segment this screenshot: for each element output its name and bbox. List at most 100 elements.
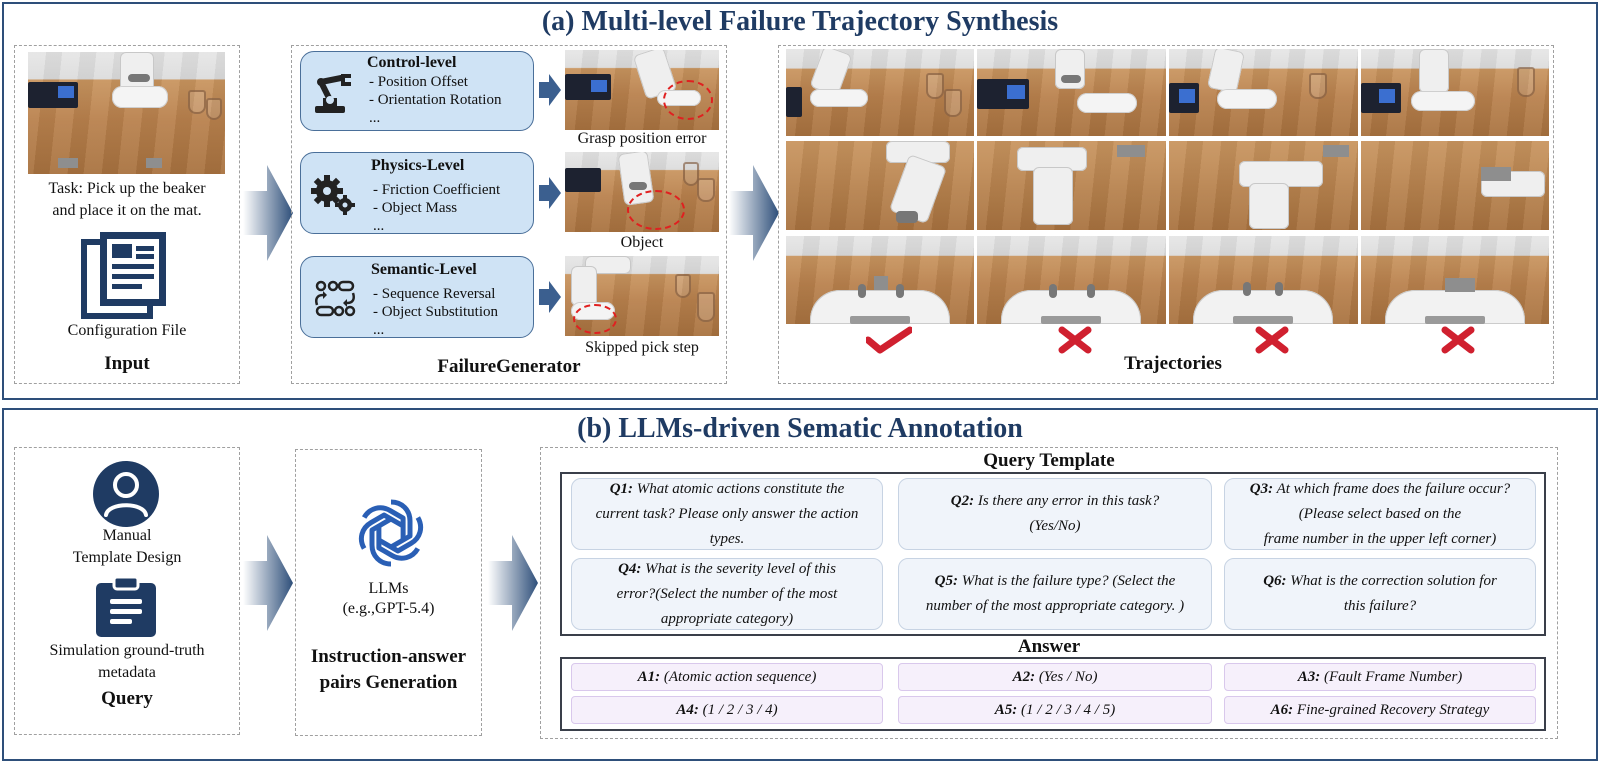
manual-template-line-1: Manual — [102, 527, 152, 544]
input-label: Input — [104, 353, 150, 374]
openai-logo-icon — [358, 499, 424, 567]
question-q5: Q5: What is the failure type? (Select th… — [898, 558, 1212, 630]
q4-line-1: What is the severity level of this — [641, 560, 836, 577]
semantic-level-caption: Skipped pick step — [585, 339, 699, 356]
a4-text: (1 / 2 / 3 / 4) — [698, 701, 778, 718]
control-level-card: Control-level - Position Offset - Orient… — [300, 51, 534, 131]
semantic-level-title: Semantic-Level — [371, 261, 477, 278]
trajectory-frame-r2c2 — [977, 141, 1166, 230]
query-box — [14, 447, 240, 735]
arrow-right-icon-4 — [488, 535, 538, 631]
a3-id: A3: — [1297, 668, 1321, 685]
failure-generator-label: FailureGenerator — [437, 356, 581, 377]
section-b-title: (b) LLMs-driven Sematic Annotation — [577, 413, 1023, 444]
sim-metadata-line-1: Simulation ground-truth — [49, 642, 205, 659]
trajectory-frame-r2c1 — [786, 141, 974, 230]
trajectories-label: Trajectories — [1124, 353, 1222, 374]
manual-template-line-2: Template Design — [72, 549, 182, 566]
control-level-title: Control-level — [367, 54, 457, 71]
q5-id: Q5: — [934, 573, 958, 589]
trajectory-frame-r3c2 — [977, 236, 1166, 324]
trajectories-box — [778, 45, 1554, 384]
q3-id: Q3: — [1249, 480, 1274, 497]
trajectory-frame-r1c3 — [1169, 49, 1358, 136]
trajectory-frame-r2c4 — [1361, 141, 1549, 230]
query-template-title: Query Template — [983, 450, 1115, 471]
q1-id: Q1: — [609, 480, 634, 497]
physics-level-image — [565, 152, 719, 232]
arrow-right-icon-3 — [243, 535, 293, 631]
trajectory-frame-r1c2 — [977, 49, 1166, 136]
trajectory-frame-r3c3 — [1169, 236, 1358, 324]
template-outer-box — [540, 447, 1558, 739]
q4-line-3: appropriate category) — [660, 610, 794, 627]
question-q2: Q2: Is there any error in this task?(Yes… — [898, 478, 1212, 550]
q2-id: Q2: — [950, 493, 975, 509]
q5-line-1: What is the failure type? (Select the — [958, 573, 1176, 589]
query-template-box — [560, 472, 1546, 636]
semantic-level-card: Semantic-Level - Sequence Reversal - Obj… — [300, 256, 534, 338]
q6-id: Q6: — [1263, 573, 1287, 589]
query-label: Query — [101, 688, 153, 709]
a2-id: A2: — [1012, 668, 1036, 685]
a6-text: Fine-grained Recovery Strategy — [1293, 701, 1490, 718]
semantic-item-1: - Sequence Reversal — [373, 286, 496, 302]
semantic-item-3: ... — [373, 322, 385, 338]
clipboard-icon — [96, 575, 156, 637]
answer-box — [560, 657, 1546, 731]
q1-line-1: What atomic actions constitute the — [633, 480, 845, 497]
fail-cross-icon-1 — [1058, 326, 1092, 354]
document-icon — [81, 232, 166, 319]
success-check-icon — [866, 326, 912, 354]
q6-line-2: this failure? — [1343, 598, 1417, 614]
user-avatar-icon — [93, 461, 159, 527]
physics-item-2: - Object Mass — [373, 200, 458, 216]
q4-line-2: error?(Select the number of the most — [616, 585, 838, 602]
question-q4: Q4: What is the severity level of this er… — [571, 558, 883, 630]
a2-text: (Yes / No) — [1035, 668, 1098, 685]
semantic-level-image — [565, 256, 719, 336]
answer-a6: A6: Fine-grained Recovery Strategy — [1224, 696, 1536, 724]
q3-line-3: frame number in the upper left corner) — [1263, 530, 1497, 547]
robot-arm-icon — [315, 74, 351, 113]
trajectory-frame-r1c4 — [1361, 49, 1549, 136]
trajectory-frame-r3c4 — [1361, 236, 1549, 324]
control-item-2: - Orientation Rotation — [369, 92, 502, 108]
control-item-3: ... — [369, 110, 381, 126]
sim-metadata-line-2: metadata — [98, 664, 156, 681]
arrow-right-icon — [243, 165, 293, 261]
trajectory-frame-r3c1 — [786, 236, 974, 324]
control-level-caption: Grasp position error — [577, 130, 707, 147]
physics-item-3: ... — [373, 218, 385, 234]
a4-id: A4: — [676, 701, 699, 718]
a6-id: A6: — [1270, 701, 1294, 718]
physics-item-1: - Friction Coefficient — [373, 182, 501, 198]
q1-line-3: types. — [709, 530, 745, 547]
q3-line-2: (Please select based on the — [1298, 505, 1462, 522]
small-arrow-icon-2 — [539, 177, 561, 209]
failure-generator-box — [291, 45, 727, 384]
task-line-1: Task: Pick up the beaker — [48, 180, 206, 197]
a1-text: (Atomic action sequence) — [660, 668, 817, 685]
gears-icon — [311, 175, 355, 215]
fail-cross-icon-3 — [1441, 326, 1475, 354]
answer-a2: A2: (Yes / No) — [898, 663, 1212, 691]
control-item-1: - Position Offset — [369, 74, 468, 90]
q4-id: Q4: — [618, 560, 642, 577]
q3-line-1: At which frame does the failure occur? — [1273, 480, 1511, 497]
input-scene-image — [28, 52, 225, 174]
question-q3: Q3: At which frame does the failure occu… — [1224, 478, 1536, 550]
small-arrow-icon-1 — [539, 74, 561, 106]
section-b-panel — [2, 408, 1598, 761]
question-q1: Q1: What atomic actions constitute the cu… — [571, 478, 883, 550]
answer-title: Answer — [1017, 636, 1081, 657]
q2-line-2: (Yes/No) — [1029, 518, 1081, 534]
physics-level-title: Physics-Level — [371, 157, 465, 174]
sequence-icon — [315, 280, 356, 317]
answer-a5: A5: (1 / 2 / 3 / 4 / 5) — [898, 696, 1212, 724]
section-a-panel — [2, 2, 1598, 400]
trajectory-frame-r1c1 — [786, 49, 974, 136]
q1-line-2: current task? Please only answer the act… — [595, 505, 859, 522]
answer-a1: A1: (Atomic action sequence) — [571, 663, 883, 691]
